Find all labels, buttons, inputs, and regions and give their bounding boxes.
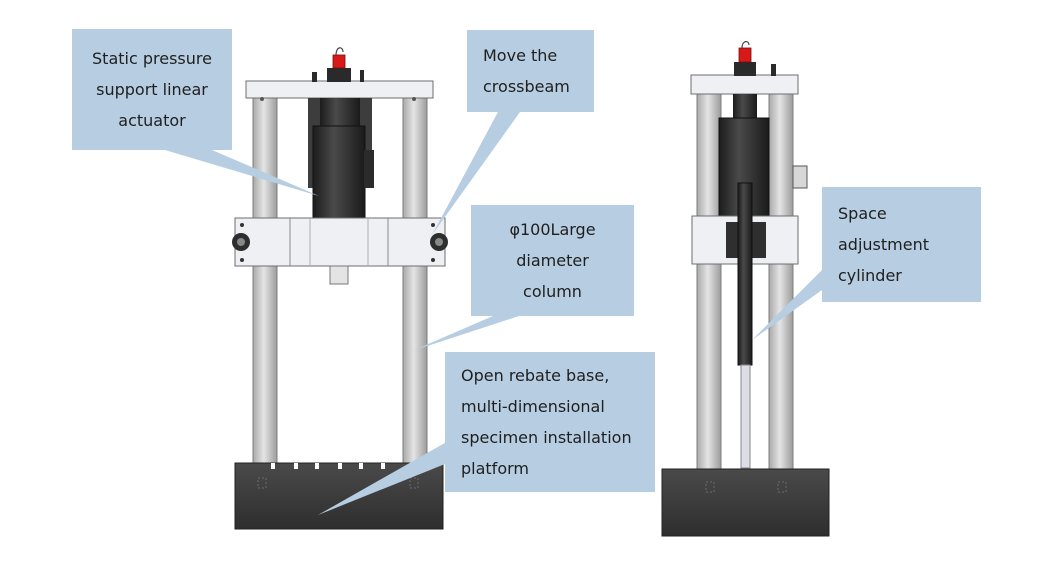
callout-line: cylinder [838, 266, 902, 285]
actuator-pointer [165, 150, 319, 196]
callout-line: multi-dimensional [461, 397, 605, 416]
callout-line: column [523, 282, 582, 301]
piston-end [329, 265, 349, 285]
crossbeam [234, 217, 446, 267]
right-column [402, 95, 428, 469]
side-view-machine [661, 41, 830, 537]
callout-line: Move the [483, 46, 558, 65]
space-adjustment-cylinder [737, 182, 753, 366]
column-pointer [412, 316, 519, 351]
red-valve [332, 54, 346, 69]
callout-static-pressure-actuator: Static pressure support linear actuator [72, 29, 232, 150]
callout-open-rebate-base: Open rebate base, multi-dimensional spec… [445, 352, 655, 492]
space-pointer [752, 270, 822, 340]
actuator-upper [320, 98, 360, 128]
callout-line: platform [461, 459, 529, 478]
crossbeam-pointer [432, 112, 520, 235]
valve-block [327, 68, 351, 82]
actuator-cylinder [312, 125, 366, 219]
callout-move-crossbeam: Move the crossbeam [467, 30, 594, 112]
piston-rod [740, 364, 751, 469]
callout-line: actuator [118, 111, 186, 130]
side-red-valve [738, 47, 752, 63]
base-pointer [318, 440, 450, 515]
side-right-column [768, 92, 794, 472]
callout-line: specimen installation [461, 428, 632, 447]
callout-line: crossbeam [483, 77, 570, 96]
top-plate [245, 80, 434, 99]
front-view-machine [232, 47, 448, 530]
callout-line: φ100Large [509, 220, 596, 239]
side-top-plate [690, 74, 799, 95]
callout-large-diameter-column: φ100Large diameter column [471, 205, 634, 316]
side-valve-block [792, 165, 808, 189]
callout-line: Space [838, 204, 887, 223]
side-base [661, 468, 830, 537]
callout-line: adjustment [838, 235, 929, 254]
callout-line: Static pressure [92, 49, 212, 68]
side-left-column [696, 92, 722, 472]
left-column [252, 95, 278, 469]
callout-line: Open rebate base, [461, 366, 610, 385]
callout-line: diameter [516, 251, 589, 270]
callout-pointers [165, 112, 822, 515]
callout-space-adjustment-cylinder: Space adjustment cylinder [822, 187, 981, 302]
callout-line: support linear [96, 80, 208, 99]
